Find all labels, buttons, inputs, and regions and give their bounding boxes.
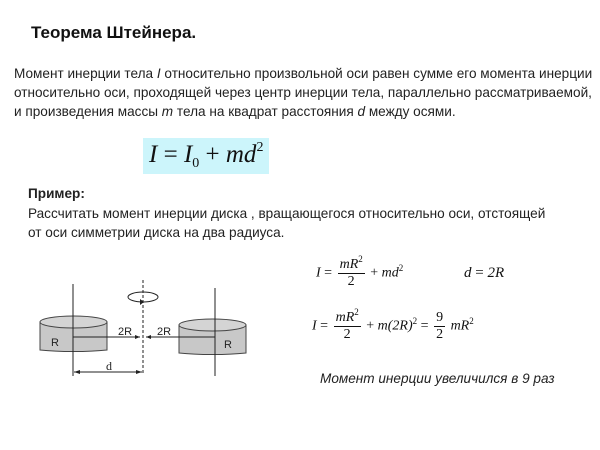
svg-text:2R: 2R [157, 326, 171, 338]
equation-d: d = 2R [464, 265, 505, 281]
svg-text:R: R [51, 337, 59, 349]
right-disk [178, 318, 247, 356]
page-title: Теорема Штейнера. [31, 23, 197, 42]
example-heading: Пример: [28, 186, 85, 201]
svg-text:d: d [106, 359, 112, 373]
example-text: Рассчитать момент инерции диска , вращаю… [28, 206, 546, 240]
theorem-text: Момент инерции тела I относительно произ… [14, 66, 593, 119]
result-text: Момент инерции увеличился в 9 раз [320, 371, 555, 386]
svg-text:2R: 2R [118, 326, 132, 338]
svg-text:R: R [224, 339, 232, 351]
steiner-formula: I = I0 + md2 [143, 138, 269, 174]
disk-diagram: R R 2R 2R d [39, 280, 247, 376]
